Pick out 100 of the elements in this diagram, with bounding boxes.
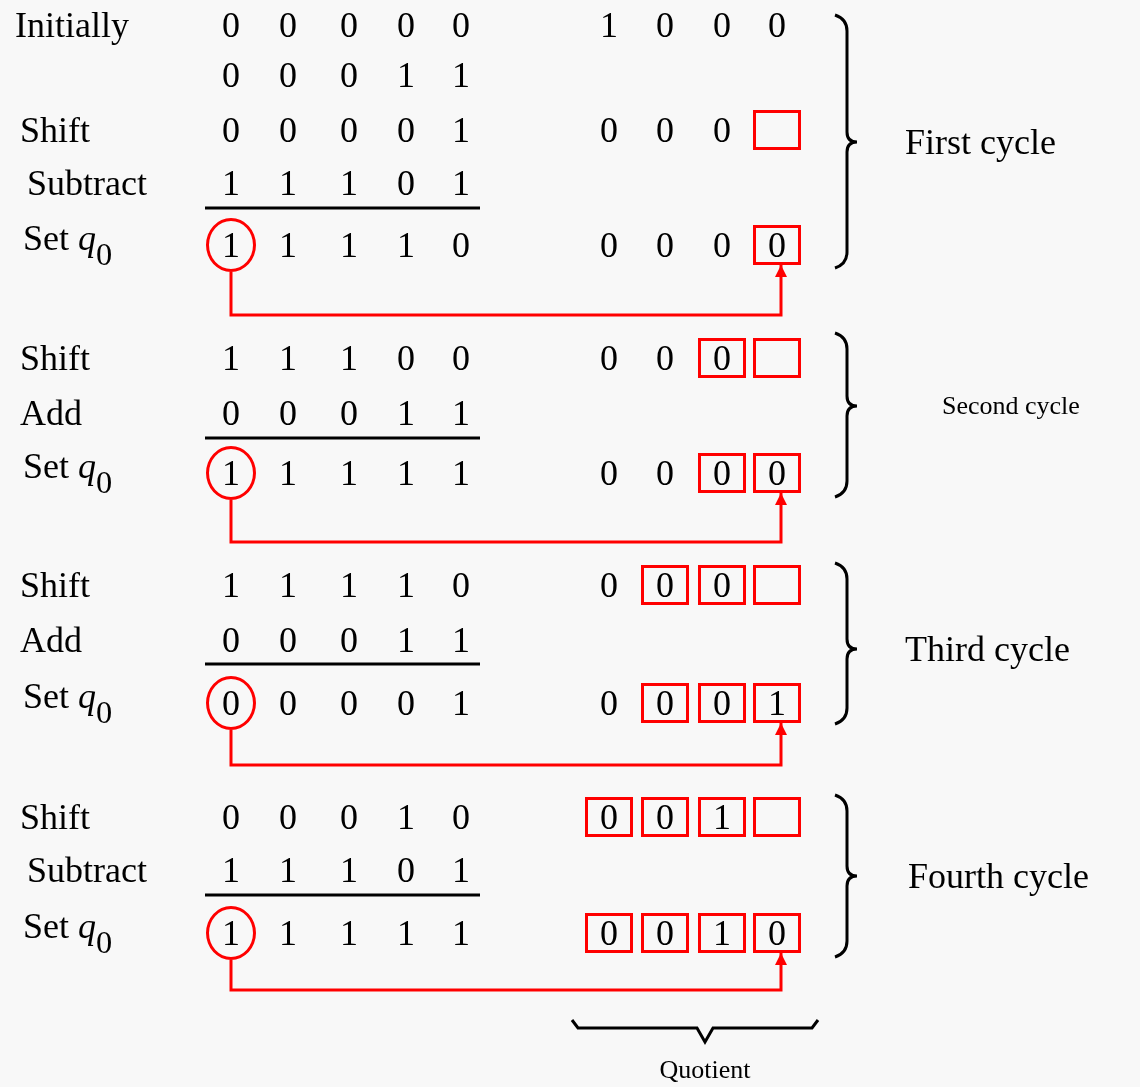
digit: 0 — [397, 7, 415, 43]
row-label: Shift — [20, 799, 90, 835]
digit: 1 — [222, 567, 240, 603]
digit: 0 — [279, 622, 297, 658]
cycle-label: First cycle — [905, 124, 1056, 160]
digit: 0 — [279, 7, 297, 43]
digit: 0 — [656, 455, 674, 491]
digit: 1 — [397, 915, 415, 951]
digit: 1 — [222, 165, 240, 201]
digit: 0 — [340, 57, 358, 93]
digit: 1 — [340, 915, 358, 951]
digit: 0 — [656, 340, 674, 376]
digit: 0 — [222, 622, 240, 658]
digit: 1 — [279, 915, 297, 951]
digit: 0 — [340, 395, 358, 431]
row-label: Set q$_{0}$ — [23, 448, 113, 498]
digit: 0 — [600, 340, 618, 376]
quotient-bit-box: 0 — [641, 683, 689, 723]
digit: 1 — [279, 165, 297, 201]
quotient-bit-box: 1 — [698, 797, 746, 837]
arrow — [229, 265, 787, 317]
digit: 0 — [340, 7, 358, 43]
digit: 1 — [222, 852, 240, 888]
row-label: Shift — [20, 567, 90, 603]
digit: 1 — [397, 622, 415, 658]
quotient-bit-box: 0 — [641, 797, 689, 837]
digit: 1 — [279, 567, 297, 603]
digit: 0 — [279, 57, 297, 93]
arrow — [229, 953, 787, 992]
digit: 0 — [452, 567, 470, 603]
digit: 1 — [279, 852, 297, 888]
arrow — [229, 723, 787, 767]
quotient-bit-box: 0 — [585, 797, 633, 837]
quotient-bit-box: 0 — [753, 913, 801, 953]
digit: 0 — [397, 852, 415, 888]
digit: 0 — [600, 227, 618, 263]
digit: 1 — [452, 915, 470, 951]
digit: 1 — [279, 455, 297, 491]
digit: 1 — [397, 567, 415, 603]
digit: 1 — [397, 395, 415, 431]
quotient-bit-box: 0 — [698, 565, 746, 605]
digit: 1 — [340, 227, 358, 263]
digit: 1 — [452, 165, 470, 201]
digit: 0 — [656, 7, 674, 43]
quotient-bit-box: 0 — [698, 453, 746, 493]
sign-bit-circle: 1 — [206, 218, 256, 272]
quotient-bit-box: 0 — [585, 913, 633, 953]
digit: 0 — [600, 455, 618, 491]
digit: 0 — [222, 799, 240, 835]
digit: 1 — [397, 227, 415, 263]
digit: 1 — [340, 340, 358, 376]
digit: 1 — [222, 340, 240, 376]
quotient-bit-box: 1 — [753, 683, 801, 723]
digit: 0 — [222, 112, 240, 148]
digit: 1 — [340, 455, 358, 491]
sign-bit-circle: 0 — [206, 676, 256, 730]
digit: 1 — [279, 227, 297, 263]
digit: 0 — [713, 227, 731, 263]
digit: 0 — [452, 799, 470, 835]
digit: 0 — [600, 567, 618, 603]
row-label: Subtract — [27, 852, 147, 888]
digit: 1 — [279, 340, 297, 376]
digit: 1 — [452, 622, 470, 658]
digit: 0 — [279, 395, 297, 431]
digit: 1 — [452, 852, 470, 888]
row-label: Set q$_{0}$ — [23, 678, 113, 728]
quotient-bit-box — [753, 110, 801, 150]
digit: 0 — [279, 685, 297, 721]
digit: 0 — [397, 340, 415, 376]
digit: 1 — [340, 165, 358, 201]
digit: 0 — [279, 799, 297, 835]
digit: 0 — [222, 395, 240, 431]
quotient-bit-box: 0 — [698, 683, 746, 723]
digit: 0 — [222, 57, 240, 93]
digit: 0 — [340, 799, 358, 835]
row-label: Add — [20, 395, 82, 431]
digit: 0 — [452, 7, 470, 43]
digit: 0 — [340, 622, 358, 658]
digit: 1 — [340, 852, 358, 888]
digit: 1 — [397, 57, 415, 93]
digit: 0 — [452, 340, 470, 376]
digit: 1 — [452, 112, 470, 148]
digit: 0 — [340, 112, 358, 148]
digit: 1 — [600, 7, 618, 43]
digit: 0 — [222, 7, 240, 43]
digit: 0 — [600, 685, 618, 721]
row-label: Add — [20, 622, 82, 658]
cycle-label: Third cycle — [905, 631, 1070, 667]
quotient-bit-box: 0 — [641, 913, 689, 953]
row-label: Subtract — [27, 165, 147, 201]
quotient-bit-box: 0 — [753, 453, 801, 493]
quotient-label: Quotient — [659, 1057, 751, 1083]
row-label: Shift — [20, 112, 90, 148]
quotient-bit-box: 1 — [698, 913, 746, 953]
cycle-label: Fourth cycle — [908, 858, 1089, 894]
digit: 1 — [340, 567, 358, 603]
digit: 0 — [656, 112, 674, 148]
digit: 0 — [713, 112, 731, 148]
digit: 1 — [397, 799, 415, 835]
digit: 1 — [452, 455, 470, 491]
